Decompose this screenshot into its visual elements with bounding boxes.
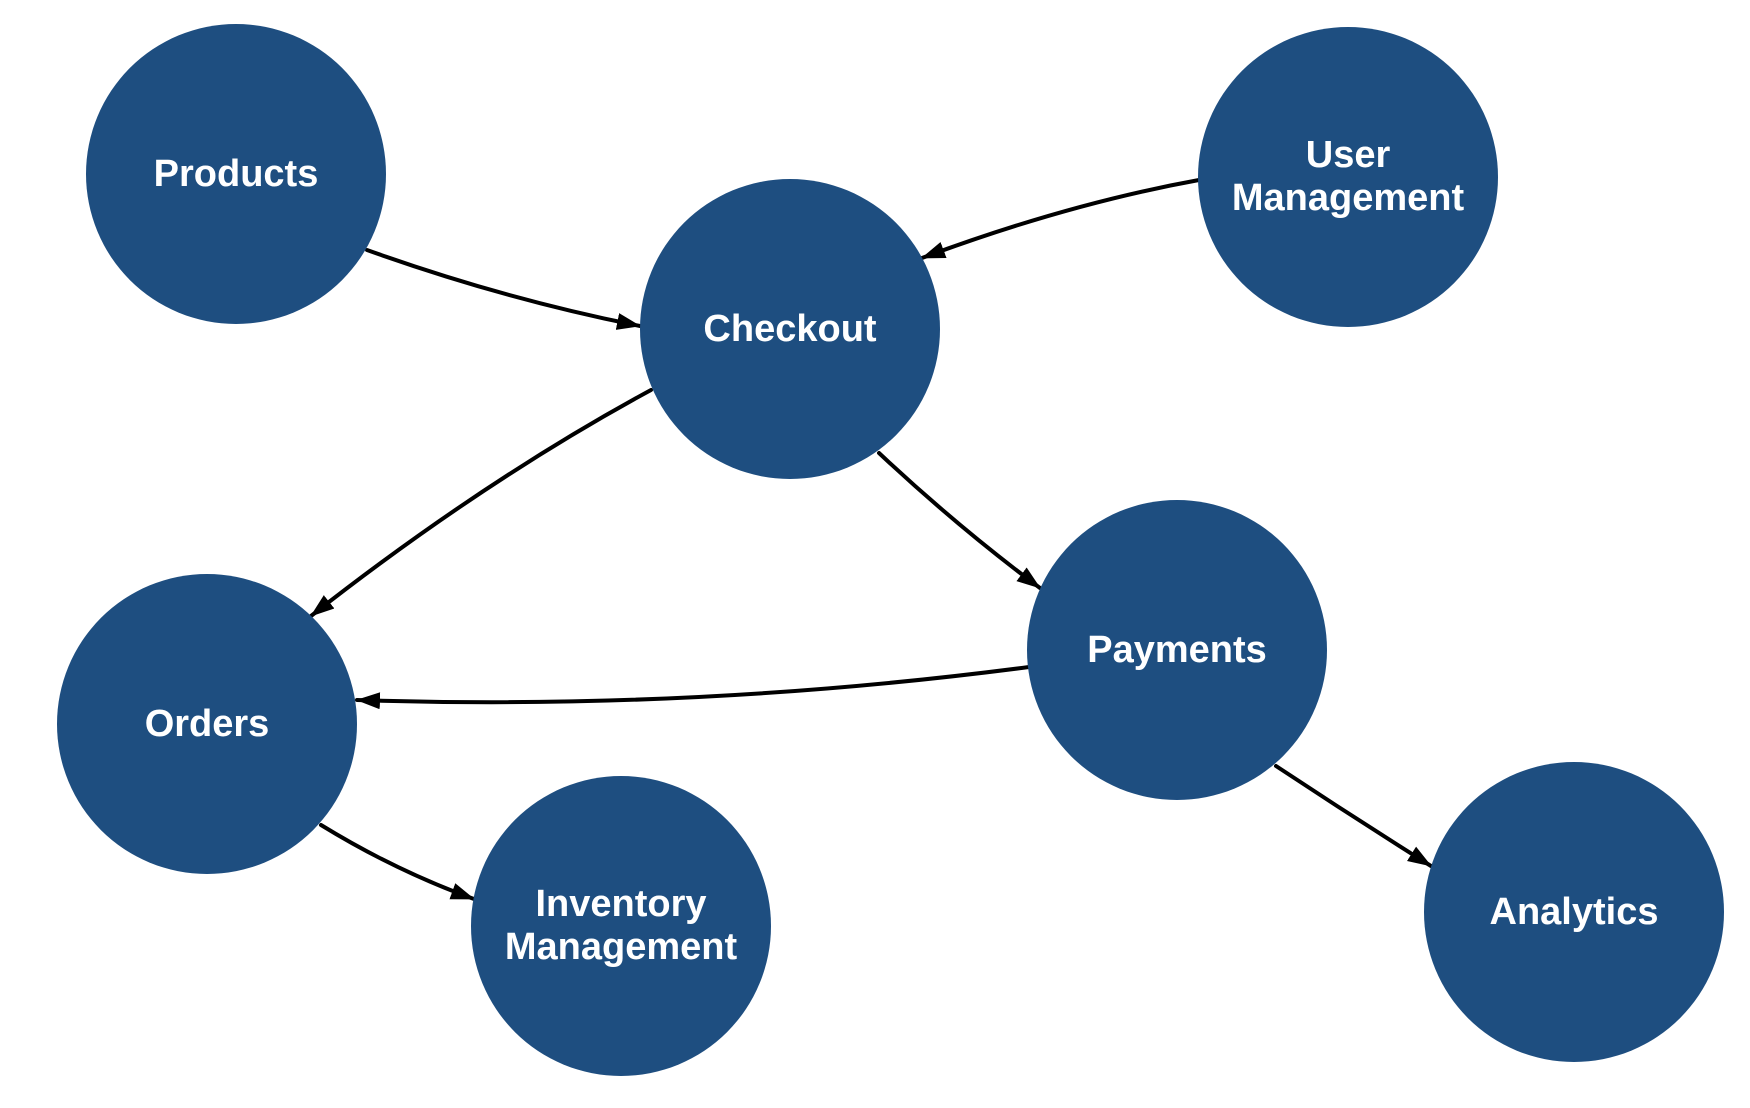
node-payments[interactable]: Payments [1027, 500, 1327, 800]
node-user-management[interactable]: User Management [1198, 27, 1498, 327]
edge-payments-to-orders[interactable] [355, 665, 1031, 710]
node-inventory-management[interactable]: Inventory Management [471, 776, 771, 1076]
edge-orders-to-inventory-management[interactable] [319, 823, 476, 901]
edge-products-to-checkout[interactable] [365, 248, 642, 330]
node-checkout[interactable]: Checkout [640, 179, 940, 479]
edge-user-management-to-checkout[interactable] [920, 178, 1201, 260]
node-analytics[interactable]: Analytics [1424, 762, 1724, 1062]
node-orders-label: Orders [144, 702, 270, 745]
node-orders[interactable]: Orders [57, 574, 357, 874]
node-user-management-label: User Management [1231, 134, 1465, 219]
node-checkout-label: Checkout [703, 307, 877, 350]
node-analytics-label: Analytics [1489, 890, 1659, 933]
edge-checkout-to-orders[interactable] [309, 388, 653, 618]
node-payments-label: Payments [1087, 628, 1267, 671]
node-products[interactable]: Products [86, 24, 386, 324]
node-inventory-management-label: Inventory Management [504, 883, 738, 968]
edge-checkout-to-payments[interactable] [877, 451, 1042, 590]
node-products-label: Products [153, 152, 319, 195]
edge-payments-to-analytics[interactable] [1274, 764, 1433, 868]
